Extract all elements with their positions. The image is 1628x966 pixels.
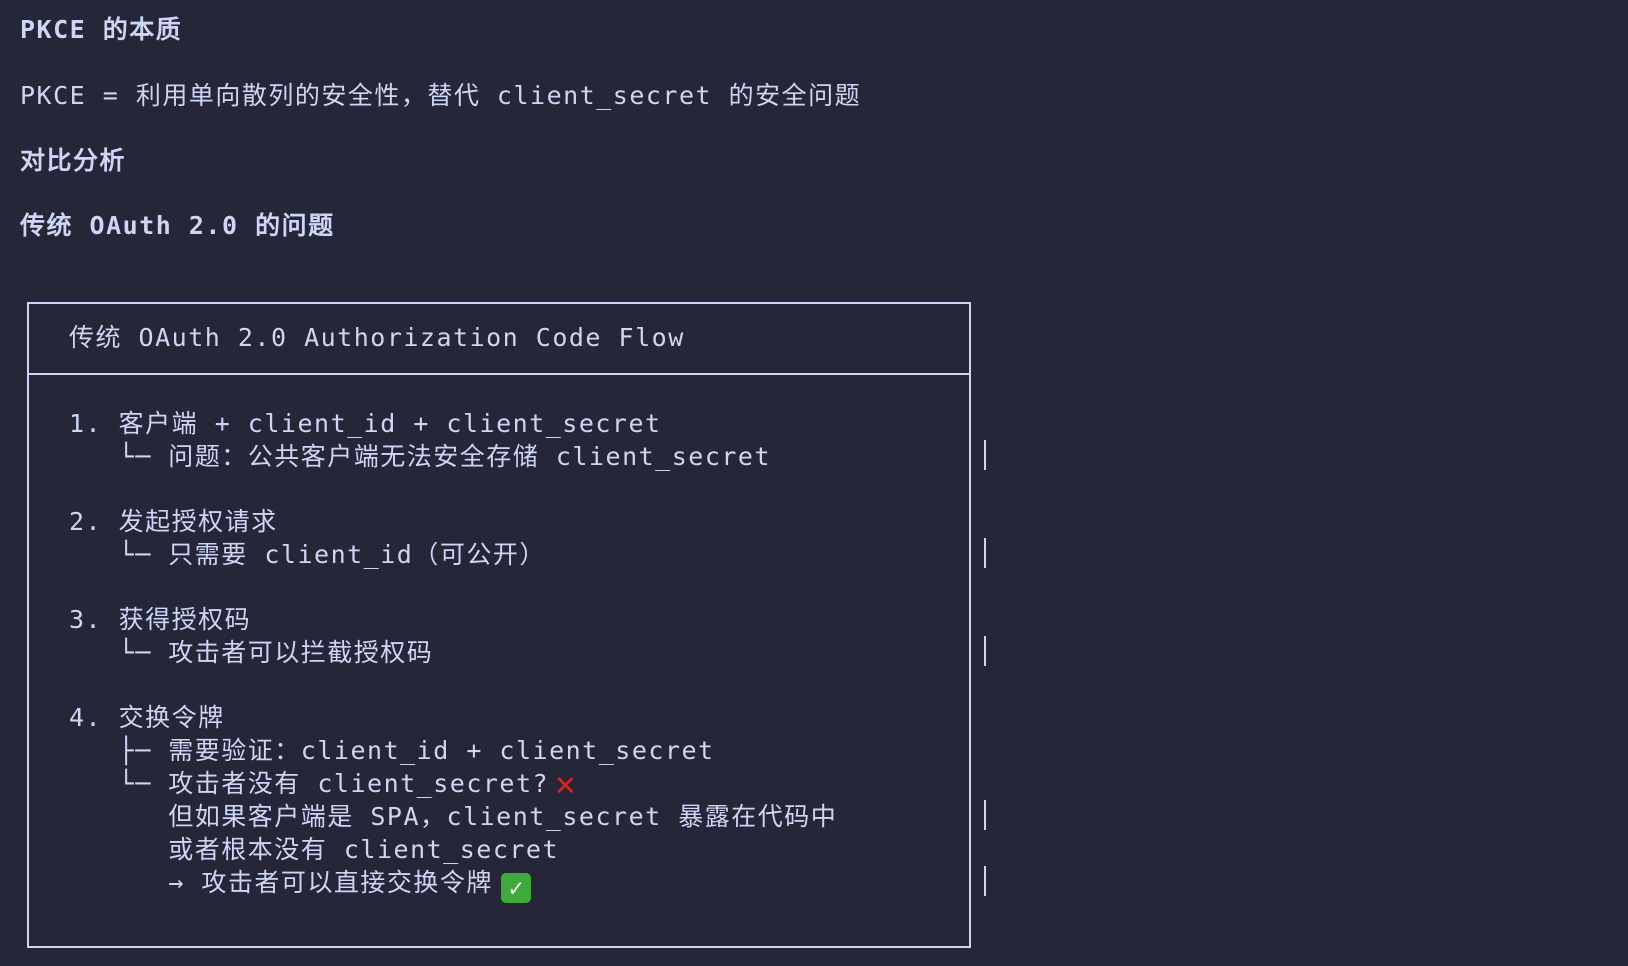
border-gap xyxy=(962,538,966,572)
step-4-note-attacker: └─ 攻击者没有 client_secret?✕ xyxy=(69,767,577,801)
step-4-note-spa: 但如果客户端是 SPA，client_secret 暴露在代码中 xyxy=(69,802,838,831)
box-border-fragment xyxy=(984,866,986,896)
step-4-note-exchange-text: → 攻击者可以直接交换令牌 xyxy=(69,868,493,897)
border-gap xyxy=(962,866,966,900)
step-3-note: └─ 攻击者可以拦截授权码 xyxy=(69,638,434,667)
border-gap xyxy=(962,440,966,474)
box-border-fragment xyxy=(984,800,986,830)
border-gap xyxy=(962,800,966,834)
border-gap xyxy=(962,636,966,670)
step-3: 3. 获得授权码 xyxy=(69,605,252,634)
heading-pkce-essence: PKCE 的本质 xyxy=(20,15,183,44)
flow-box: 传统 OAuth 2.0 Authorization Code Flow 1. … xyxy=(27,302,971,948)
heading-traditional-problem: 传统 OAuth 2.0 的问题 xyxy=(20,211,335,240)
step-4-note-verify: ├─ 需要验证：client_id + client_secret xyxy=(69,736,715,765)
heading-comparison: 对比分析 xyxy=(20,146,127,175)
check-mark-icon: ✓ xyxy=(500,873,531,903)
summary-text: PKCE = 利用单向散列的安全性，替代 client_secret 的安全问题 xyxy=(20,81,862,110)
step-1-note: └─ 问题：公共客户端无法安全存储 client_secret xyxy=(69,442,772,471)
box-border-fragment xyxy=(984,636,986,666)
step-2: 2. 发起授权请求 xyxy=(69,507,278,536)
step-4-note-no-secret: 或者根本没有 client_secret xyxy=(69,835,560,864)
flow-box-header: 传统 OAuth 2.0 Authorization Code Flow xyxy=(29,304,969,375)
step-2-note: └─ 只需要 client_id（可公开） xyxy=(69,540,546,569)
flow-box-title: 传统 OAuth 2.0 Authorization Code Flow xyxy=(69,323,685,352)
step-4: 4. 交换令牌 xyxy=(69,703,225,732)
cross-mark-icon: ✕ xyxy=(555,764,578,804)
step-4-note-attacker-text: └─ 攻击者没有 client_secret? xyxy=(69,769,550,798)
box-border-fragment xyxy=(984,440,986,470)
box-border-fragment xyxy=(984,538,986,568)
step-1: 1. 客户端 + client_id + client_secret xyxy=(69,409,662,438)
step-4-note-exchange: → 攻击者可以直接交换令牌✓ xyxy=(69,866,531,903)
